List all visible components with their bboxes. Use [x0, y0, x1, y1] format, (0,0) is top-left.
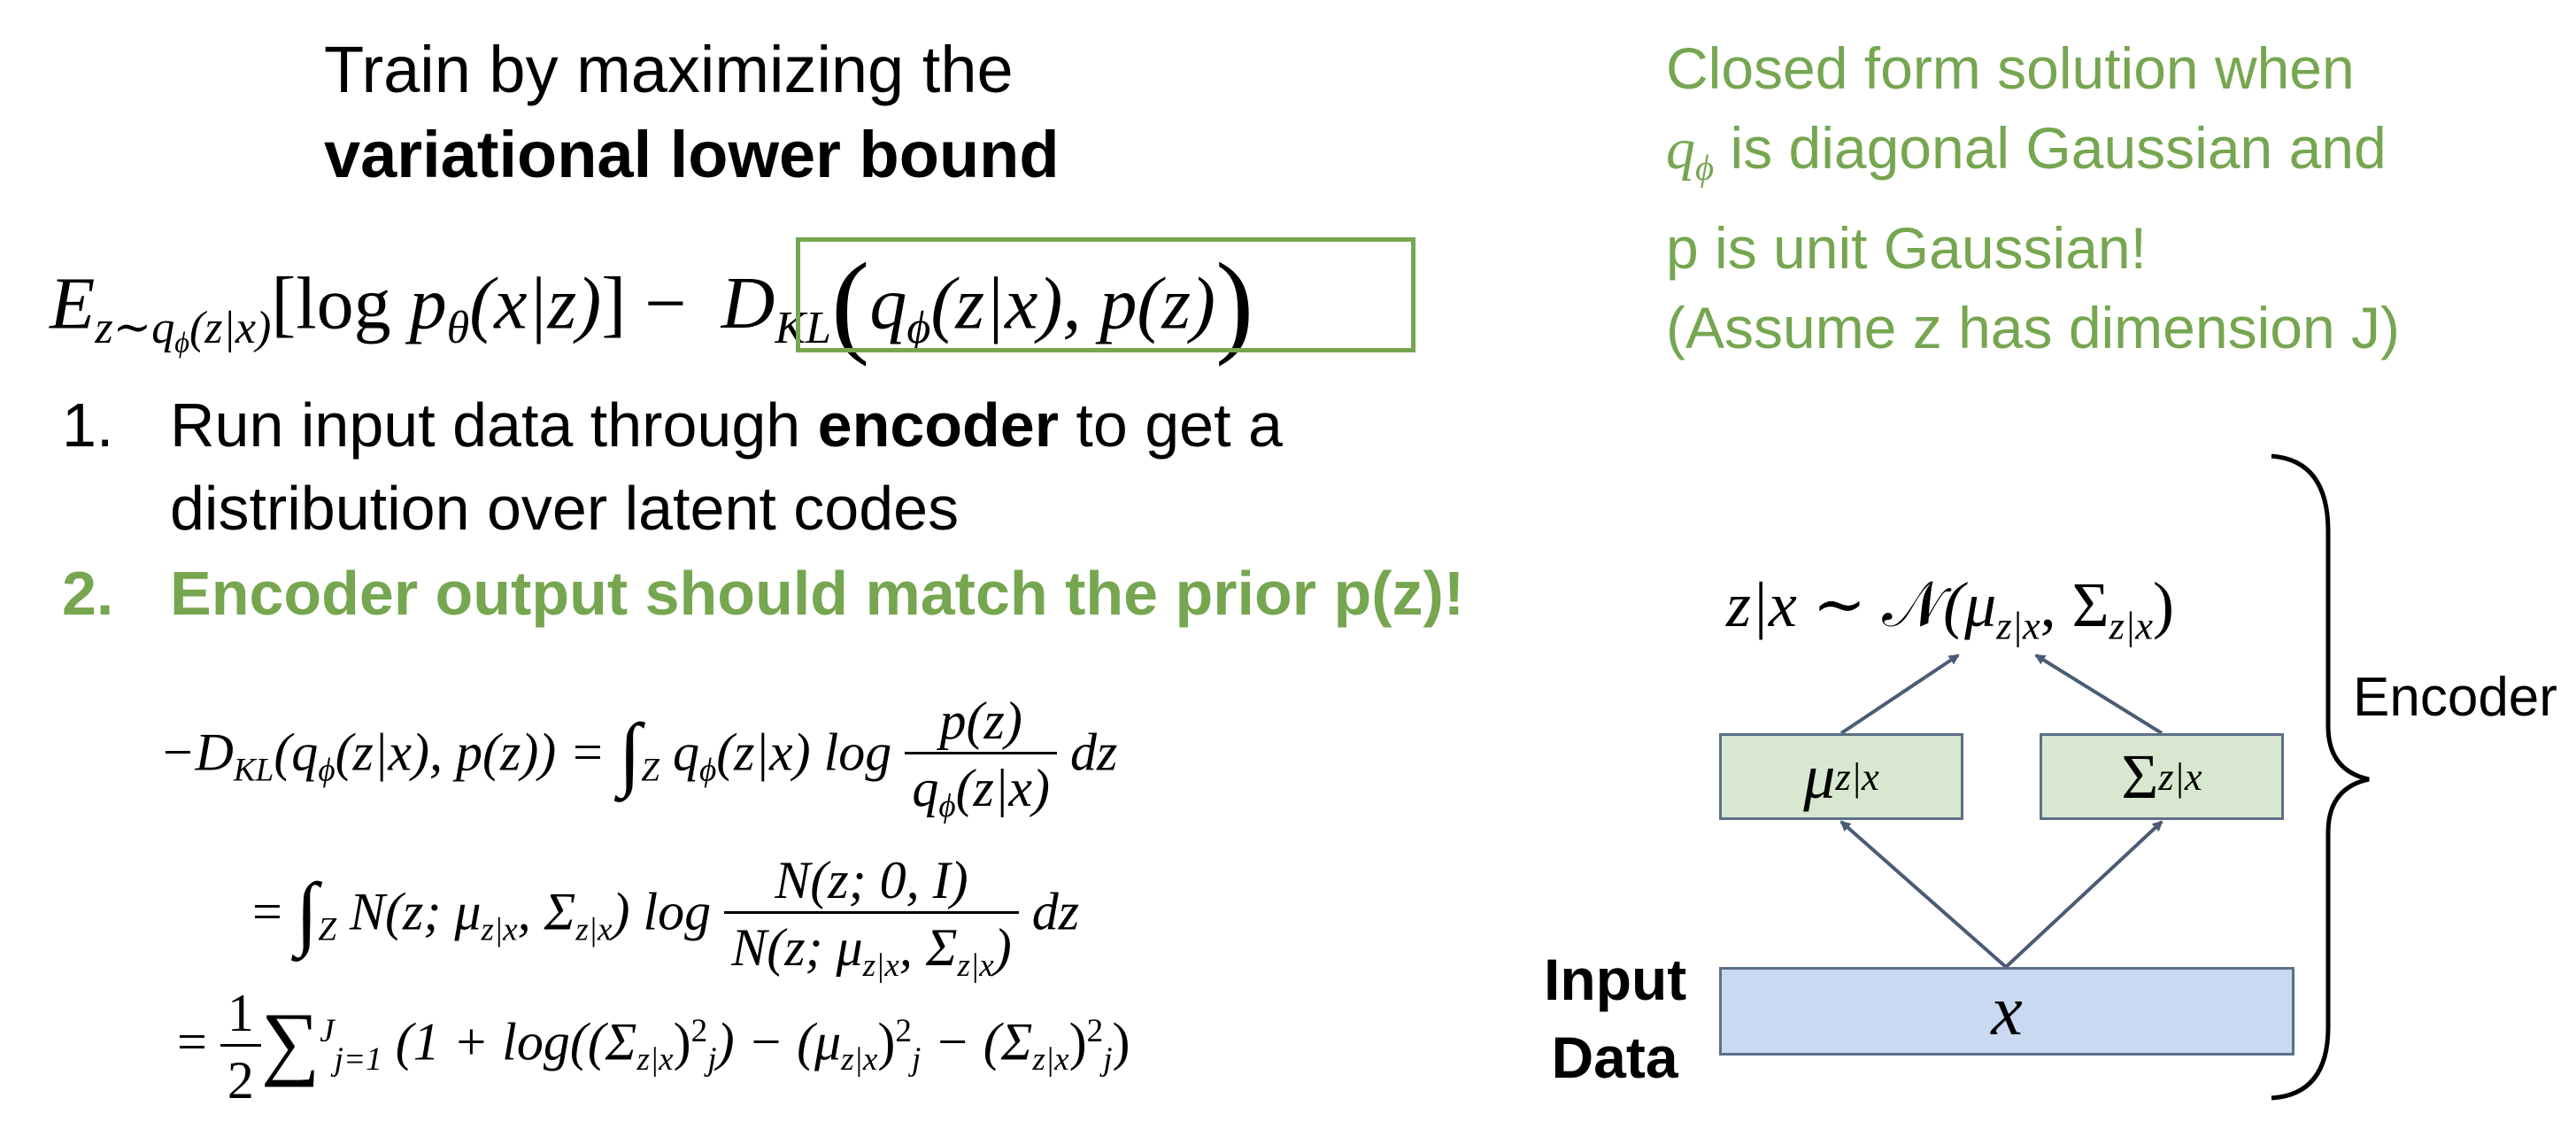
step-2-text: Encoder output should match the prior p(…	[170, 559, 1465, 628]
arrow-x-to-mu	[1839, 820, 2008, 969]
expectation-symbol: E	[50, 262, 96, 345]
kl-arguments: (z|x), p(z)	[930, 262, 1215, 345]
title-line-1: Train by maximizing the	[324, 33, 1014, 106]
log-open: [log	[271, 262, 410, 345]
step-1-continuation: distribution over latent codes	[170, 474, 960, 543]
log-argument: (x|z)	[469, 262, 602, 345]
input-data-label: Input Data	[1544, 947, 1687, 1090]
kl-q-symbol: q	[869, 262, 907, 345]
objective-equation: Ez∼qϕ(z|x)[log pθ(x|z)] − DKL(qϕ(z|x), p…	[50, 237, 1253, 370]
step-1-text: Run input data through encoder to get a	[170, 391, 1283, 460]
note-line-1: Closed form solution when	[1666, 35, 2355, 101]
integral-sign: ∫	[618, 707, 642, 799]
latent-distribution: z|x ∼ 𝒩(μz|x, Σz|x)	[1726, 569, 2175, 648]
derivation-line-2: = ∫Z N(z; μz|x, Σz|x) log N(z; 0, I)N(z;…	[252, 850, 1080, 985]
kl-d-symbol: D	[721, 262, 775, 345]
encoder-brace	[2271, 453, 2370, 1101]
arrow-x-to-sigma	[2004, 820, 2163, 969]
kl-subscript: KL	[775, 303, 832, 354]
closed-form-note: Closed form solution when qϕ is diagonal…	[1666, 28, 2400, 367]
theta-symbol: θ	[446, 303, 470, 354]
derivation-line-1: −DKL(qϕ(z|x), p(z)) = ∫Z qϕ(z|x) log p(z…	[159, 691, 1118, 825]
fraction-2: N(z; 0, I)N(z; μz|x, Σz|x)	[724, 850, 1019, 985]
fraction-1: p(z)qϕ(z|x)	[905, 691, 1057, 825]
arrow-sigma-to-dist	[2034, 654, 2163, 735]
note-line-2: qϕ is diagonal Gaussian and	[1666, 115, 2387, 189]
note-line-4: (Assume z has dimension J)	[1666, 295, 2400, 361]
p-symbol: p	[409, 262, 447, 345]
arrow-mu-to-dist	[1839, 654, 1960, 735]
step-1-number: 1.	[62, 391, 114, 460]
encoder-label: Encoder	[2353, 667, 2557, 728]
kl-open-paren: (	[831, 240, 870, 367]
sum-sign: ∑	[260, 996, 320, 1088]
expectation-subscript: z∼qϕ(z|x)	[95, 303, 272, 359]
log-close: ] −	[601, 262, 687, 345]
title-line-2: variational lower bound	[324, 118, 1060, 191]
encoder-keyword: encoder	[817, 391, 1059, 460]
note-line-3: p is unit Gaussian!	[1666, 215, 2147, 282]
input-x-box: x	[1719, 967, 2294, 1056]
kl-close-paren: )	[1215, 240, 1254, 367]
kl-highlight-box	[796, 237, 1415, 352]
step-2-number: 2.	[62, 559, 114, 628]
kl-phi-symbol: ϕ	[906, 303, 931, 354]
